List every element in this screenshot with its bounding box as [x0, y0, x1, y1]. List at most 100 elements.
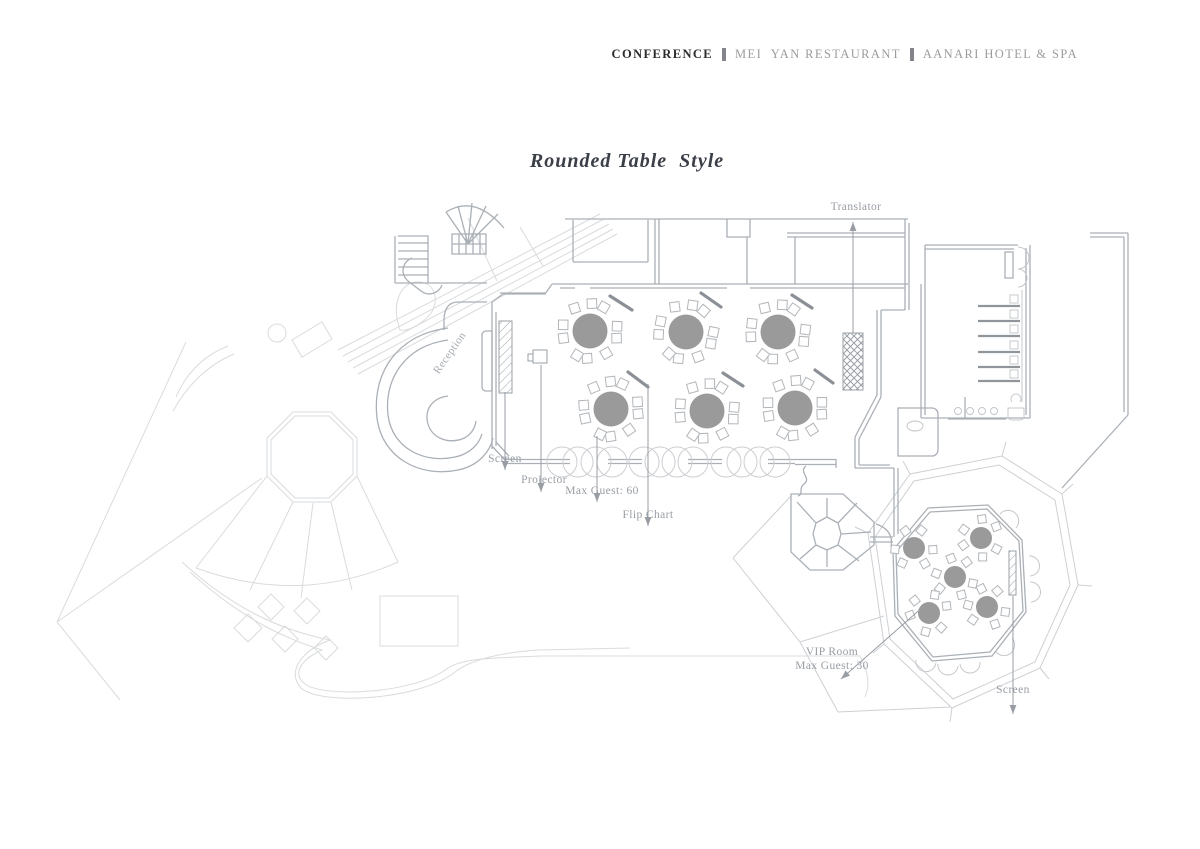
- chair: [586, 380, 601, 395]
- label-vip-room-line2: Max Guest: 30: [795, 660, 869, 672]
- toilet-door-arcs: [1017, 246, 1030, 402]
- upper-rooms: [565, 218, 910, 310]
- projector-unit: [527, 349, 548, 364]
- chair: [611, 332, 622, 344]
- chair: [704, 378, 716, 389]
- chair: [804, 422, 820, 437]
- round-table: [918, 602, 940, 624]
- chair: [960, 555, 973, 569]
- chair: [941, 600, 952, 611]
- round-table: [777, 390, 813, 426]
- chair: [707, 325, 720, 339]
- chair: [798, 335, 810, 348]
- chair: [727, 413, 739, 425]
- chair: [918, 557, 932, 570]
- wall-accent-bar: [626, 370, 650, 389]
- partition-track: [608, 458, 642, 465]
- chair: [715, 426, 730, 441]
- far-right-walls: [1061, 232, 1129, 489]
- partition-panel: [759, 446, 791, 478]
- stair-block: [790, 465, 893, 571]
- round-table: [760, 314, 796, 350]
- partition-panel: [726, 446, 758, 478]
- vip-corner-ticks: [854, 441, 1093, 723]
- chair: [755, 347, 771, 363]
- chair: [746, 317, 758, 330]
- chair: [615, 377, 630, 392]
- sink: [954, 407, 962, 415]
- ramp-lines: [337, 213, 618, 375]
- chair: [967, 578, 979, 589]
- table-group-main: [674, 378, 740, 444]
- header-separator-icon: [909, 48, 914, 61]
- header-restaurant: MEI YAN RESTAURANT: [735, 47, 901, 61]
- round-table: [970, 527, 992, 549]
- chair: [654, 315, 667, 328]
- toilet-block: [920, 244, 1031, 419]
- label-max-guest-60: Max Guest: 60: [565, 485, 639, 497]
- table-group-main: [745, 299, 812, 365]
- chair: [816, 408, 828, 420]
- partition-end-wall: [795, 458, 837, 468]
- chair: [728, 401, 740, 413]
- left-garden-arcs: [172, 345, 235, 412]
- chair: [776, 299, 788, 311]
- vip-scallops: [915, 509, 1041, 676]
- header-separator-icon: [722, 48, 727, 61]
- partition-panel: [562, 446, 594, 478]
- chair: [928, 544, 938, 555]
- round-table: [944, 566, 966, 588]
- round-table: [903, 537, 925, 559]
- wall-accent-bar: [813, 368, 835, 385]
- partition-panel: [710, 446, 742, 478]
- chair: [762, 410, 775, 423]
- round-table: [593, 391, 629, 427]
- vip-room-walls: [892, 504, 1027, 662]
- toilet-glyph: [1007, 393, 1025, 421]
- round-table: [668, 314, 704, 350]
- chair: [800, 376, 816, 391]
- wc-room: [897, 397, 1006, 457]
- arrowhead-icon: [849, 222, 857, 231]
- chair: [920, 626, 932, 638]
- chair: [799, 323, 812, 336]
- chair: [896, 557, 909, 569]
- chair: [686, 299, 699, 312]
- toilet-stalls: [978, 304, 1020, 383]
- walls: [375, 202, 1129, 662]
- chair: [745, 331, 757, 343]
- chair: [586, 298, 598, 309]
- chair: [990, 542, 1003, 555]
- chair: [758, 301, 771, 315]
- fixtures: [906, 246, 1041, 676]
- chair: [598, 346, 614, 361]
- chair: [685, 427, 701, 443]
- chair: [989, 618, 1001, 630]
- chair: [696, 303, 712, 319]
- lower-roof-planes: [732, 495, 951, 713]
- chair: [899, 524, 912, 538]
- chair: [962, 599, 974, 611]
- round-table: [689, 393, 725, 429]
- chair: [966, 613, 980, 626]
- label-screen-vip: Screen: [996, 684, 1030, 696]
- arrowhead-icon: [537, 483, 545, 492]
- site-linework: [56, 213, 869, 701]
- chair: [604, 375, 617, 388]
- arrowhead-icon: [1009, 705, 1017, 714]
- chair: [990, 584, 1004, 598]
- chair: [945, 552, 957, 565]
- chair: [578, 412, 592, 425]
- chair: [929, 589, 940, 601]
- table-group-vip: [930, 552, 979, 601]
- chair: [632, 396, 644, 408]
- header: CONFERENCE MEI YAN RESTAURANT AANARI HOT…: [612, 47, 1078, 62]
- partition-track: [768, 458, 795, 465]
- furniture: [557, 291, 1011, 638]
- arrowhead-icon: [593, 493, 601, 502]
- partition-panel: [661, 446, 693, 478]
- partition-panel: [628, 446, 660, 478]
- partition-panel: [580, 446, 612, 478]
- chair: [704, 337, 717, 350]
